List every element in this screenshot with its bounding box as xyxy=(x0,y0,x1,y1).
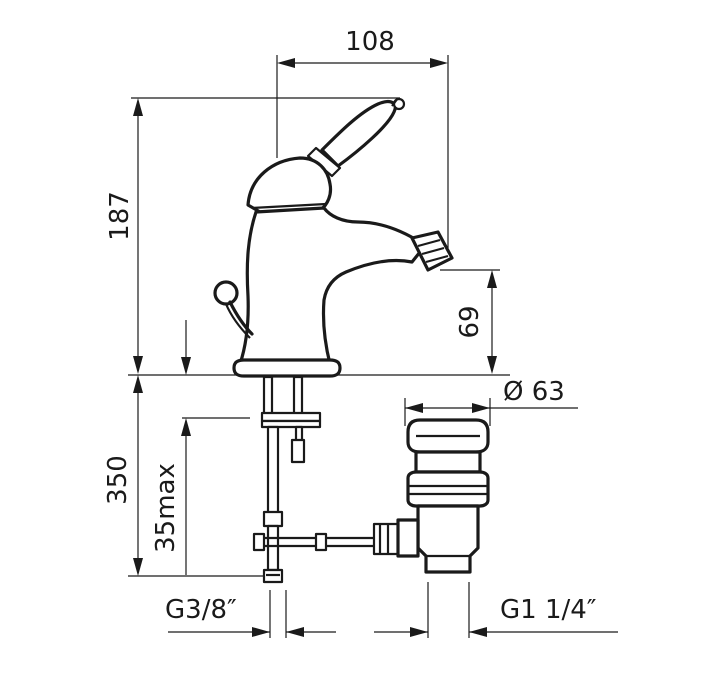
dimension-diameter-63-label: Ø 63 xyxy=(503,377,565,407)
dimension-350: 350 xyxy=(103,375,272,577)
dimension-187: 187 xyxy=(105,97,400,374)
dimension-350-label: 350 xyxy=(103,455,133,505)
faucet-body xyxy=(213,97,454,378)
dimension-187-label: 187 xyxy=(105,191,135,241)
dimension-35max-label: 35max xyxy=(151,463,181,553)
dimension-69: 69 xyxy=(440,269,500,374)
dimension-35max: 35max xyxy=(151,320,250,575)
dimension-diameter-63: Ø 63 xyxy=(404,377,578,426)
dimension-g38: G3/8″ xyxy=(165,590,336,638)
dimension-108-label: 108 xyxy=(345,27,395,57)
dimension-69-label: 69 xyxy=(455,305,485,338)
dimension-g114: G1 1/4″ xyxy=(374,582,618,638)
dimension-g114-label: G1 1/4″ xyxy=(500,595,597,625)
drain-assembly xyxy=(396,418,490,574)
dimension-g38-label: G3/8″ xyxy=(165,595,237,625)
dimension-108: 108 xyxy=(276,27,449,248)
supply-pipes xyxy=(252,375,400,584)
